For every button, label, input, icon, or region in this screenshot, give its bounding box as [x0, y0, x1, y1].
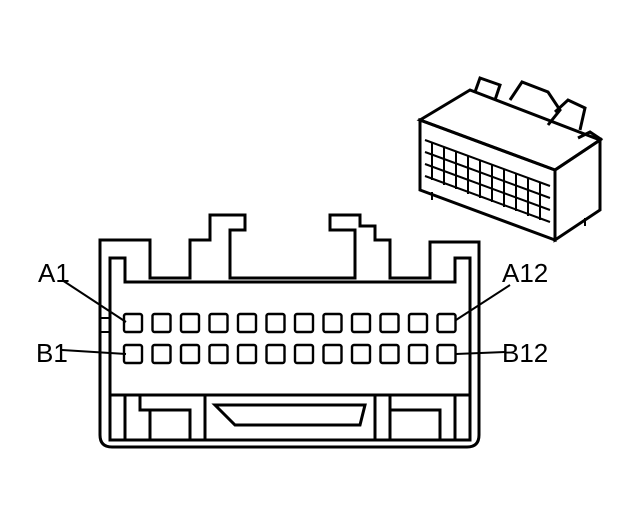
label-b1: B1: [36, 338, 68, 368]
pin-a1: [122, 312, 144, 334]
pin-b9: [350, 343, 372, 365]
pin-b10: [379, 343, 400, 365]
pin-a9: [350, 312, 372, 334]
pin-b8: [322, 343, 343, 365]
isometric-pin-grid: [424, 139, 551, 223]
pin-b3: [179, 343, 201, 365]
pin-a3: [179, 312, 201, 334]
label-a12: A12: [502, 258, 548, 288]
pin-a6: [265, 312, 286, 334]
pin-a7: [293, 312, 315, 334]
leader-a12: [455, 284, 511, 321]
pin-a12: [436, 312, 457, 334]
pin-cavities: [122, 312, 457, 365]
pin-a8: [322, 312, 343, 334]
pin-a4: [208, 312, 229, 334]
pin-b11: [407, 343, 429, 365]
pin-b6: [265, 343, 286, 365]
pin-b4: [208, 343, 229, 365]
pin-b7: [293, 343, 315, 365]
connector-face-view: [98, 213, 481, 449]
leader-a1: [61, 279, 127, 323]
pin-a10: [379, 312, 400, 334]
pin-a5: [236, 312, 258, 334]
label-a1: A1: [38, 258, 70, 288]
label-b12: B12: [502, 338, 548, 368]
pin-a11: [407, 312, 429, 334]
pin-b5: [236, 343, 258, 365]
pin-b1: [122, 343, 144, 365]
leader-b12: [455, 351, 506, 355]
pin-a2: [151, 312, 172, 334]
pin-b2: [151, 343, 172, 365]
pin-b12: [436, 343, 457, 365]
leader-b1: [61, 349, 127, 355]
connector-isometric-view: [416, 76, 604, 243]
